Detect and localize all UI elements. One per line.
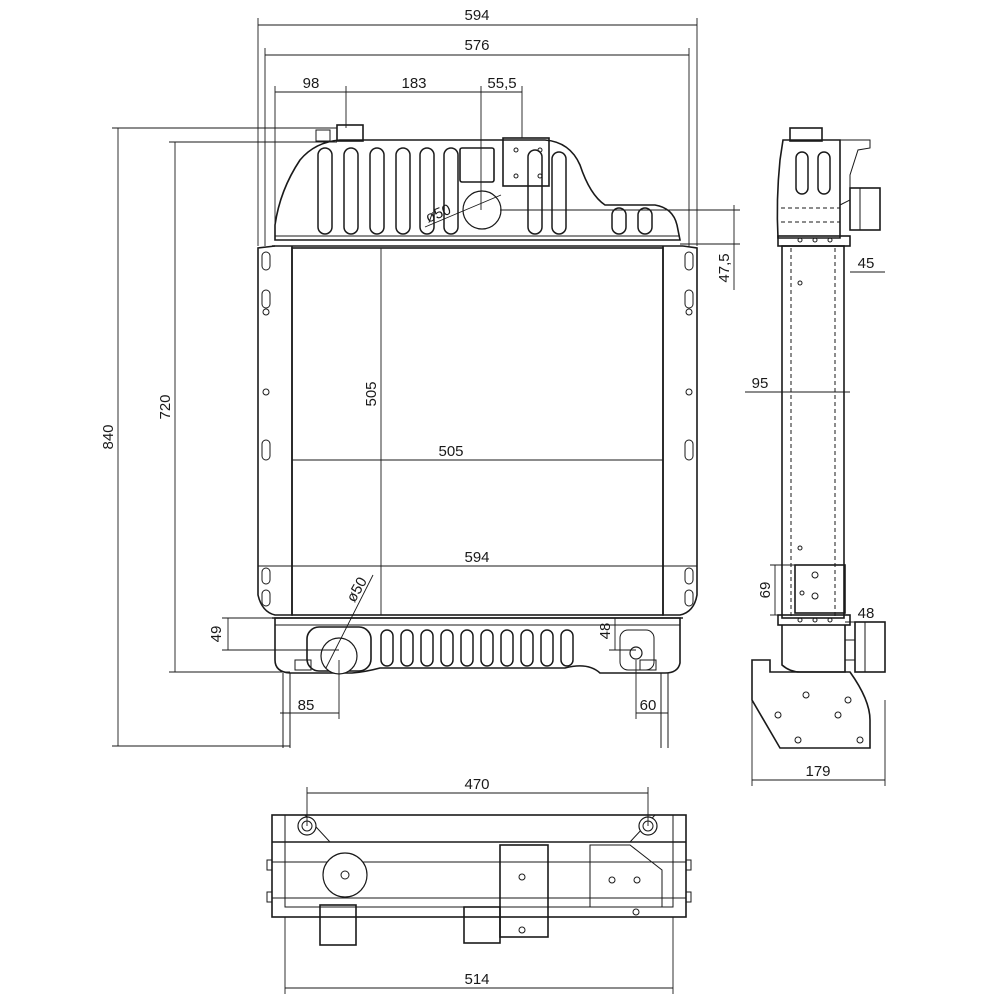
right-bracket-slots	[684, 251, 694, 607]
left-side-bracket	[257, 245, 293, 616]
dim-core-height: 505	[363, 381, 380, 406]
dim-lower-right-height: 48	[597, 623, 614, 640]
side-dimension-labels: 45 95 69 48 179	[752, 255, 875, 780]
side-view	[751, 127, 886, 749]
right-side-bracket	[662, 245, 698, 616]
dim-lower-width: 594	[464, 549, 489, 566]
dim-overall-width: 594	[464, 7, 489, 24]
dim-bottom-hole-spacing: 470	[464, 776, 489, 793]
radiator-core	[291, 247, 664, 616]
bottom-right-plate	[589, 844, 663, 908]
side-plate-holes	[774, 691, 864, 744]
bottom-outlet-flange	[322, 852, 368, 898]
front-view	[257, 124, 698, 748]
dim-side-bracket-height: 69	[757, 582, 774, 599]
dim-lower-outlet-diameter: ø50	[343, 574, 371, 605]
upper-tank-outline	[274, 139, 681, 241]
dim-lower-right-offset: 60	[640, 697, 657, 714]
dim-offset-183: 183	[401, 75, 426, 92]
upper-tank-fins	[317, 147, 653, 235]
bottom-drain-pipe	[463, 906, 501, 944]
front-dimension-lines	[112, 18, 740, 747]
bottom-left-gusset	[284, 814, 332, 843]
drain-plug	[629, 646, 643, 660]
dim-bottom-overall-width: 514	[464, 971, 489, 988]
dim-side-depth: 95	[752, 375, 769, 392]
dim-lower-left-height: 49	[208, 626, 225, 643]
dim-side-bracket-width: 179	[805, 763, 830, 780]
side-top-bracket	[839, 139, 871, 206]
bottom-right-gusset	[628, 814, 674, 843]
dim-side-bottom-offset: 48	[858, 605, 875, 622]
side-filler-neck	[789, 127, 823, 142]
side-top-tank	[776, 139, 841, 239]
lower-tank-outline	[274, 617, 681, 674]
dim-offset-98: 98	[303, 75, 320, 92]
side-lower-tank	[781, 625, 846, 673]
dim-upper-outlet-offset: 47,5	[716, 253, 733, 282]
dim-lower-left-offset: 85	[298, 697, 315, 714]
dim-overall-height: 840	[100, 424, 117, 449]
dim-body-height: 720	[157, 394, 174, 419]
dim-upper-outlet-diameter: ø50	[423, 201, 453, 226]
side-lower-pipe	[854, 621, 886, 673]
overflow-pipe	[315, 129, 331, 142]
thermostat-bracket	[502, 137, 550, 187]
dim-side-top-offset: 45	[858, 255, 875, 272]
front-dimension-labels: 594 576 98 183 55,5 840 720 505 505 594 …	[100, 7, 733, 714]
dim-inner-width: 576	[464, 37, 489, 54]
bottom-outlet-pipe	[319, 904, 357, 946]
side-dimension-lines	[745, 271, 886, 786]
bottom-center-bracket	[499, 844, 549, 938]
side-upper-pipe	[849, 187, 881, 231]
left-bracket-slots	[261, 251, 271, 607]
lower-tank-fins	[380, 629, 574, 667]
upper-outlet	[462, 190, 502, 230]
filler-neck	[336, 124, 364, 142]
bottom-view	[266, 814, 692, 946]
upper-tank-window	[459, 147, 495, 183]
side-mounting-plate	[751, 659, 871, 749]
side-lower-bracket	[794, 564, 846, 614]
bottom-dimension-lines	[284, 787, 674, 994]
dim-core-width: 505	[438, 443, 463, 460]
bottom-dimension-labels: 470 514	[464, 776, 489, 988]
dim-offset-55-5: 55,5	[487, 75, 516, 92]
